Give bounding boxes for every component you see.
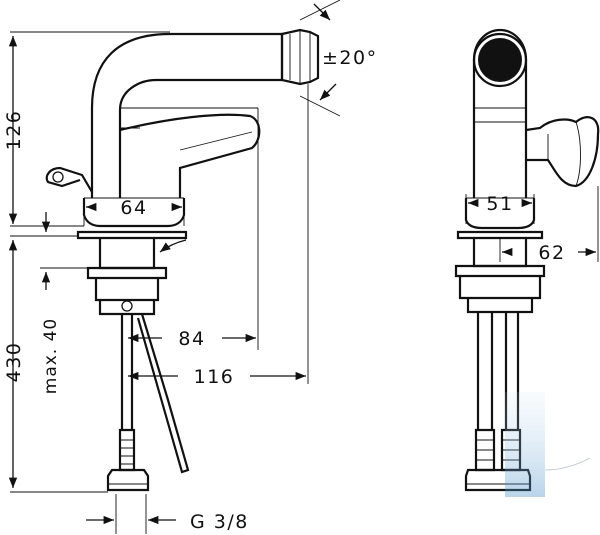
- dim-max-depth: max. 40: [41, 318, 61, 394]
- watermark-logo: [505, 392, 591, 497]
- dim-base-width-front: 64: [120, 197, 147, 219]
- dim-side-depth: 62: [538, 242, 565, 264]
- dim-reach-total: 116: [194, 366, 235, 388]
- side-view: [454, 28, 600, 492]
- front-view: [8, 0, 341, 534]
- side-aerator-icon: [478, 38, 522, 82]
- dim-reach-spout: 84: [178, 328, 205, 350]
- base-collar: [82, 198, 186, 228]
- shank: [98, 238, 156, 270]
- aerator: [280, 28, 320, 86]
- supply-hose: [120, 314, 134, 430]
- mounting-nut: [86, 266, 168, 280]
- dim-height-upper: 126: [3, 110, 25, 151]
- lever-handle: [119, 113, 261, 198]
- side-lever: [525, 116, 600, 188]
- dim-base-width-side: 51: [486, 193, 513, 215]
- spout-outline: [90, 32, 284, 198]
- pop-up-rod: [45, 166, 93, 193]
- dim-height-total: 430: [3, 342, 25, 383]
- dim-thread: G 3/8: [190, 511, 249, 533]
- dim-swivel: ±20°: [322, 47, 378, 69]
